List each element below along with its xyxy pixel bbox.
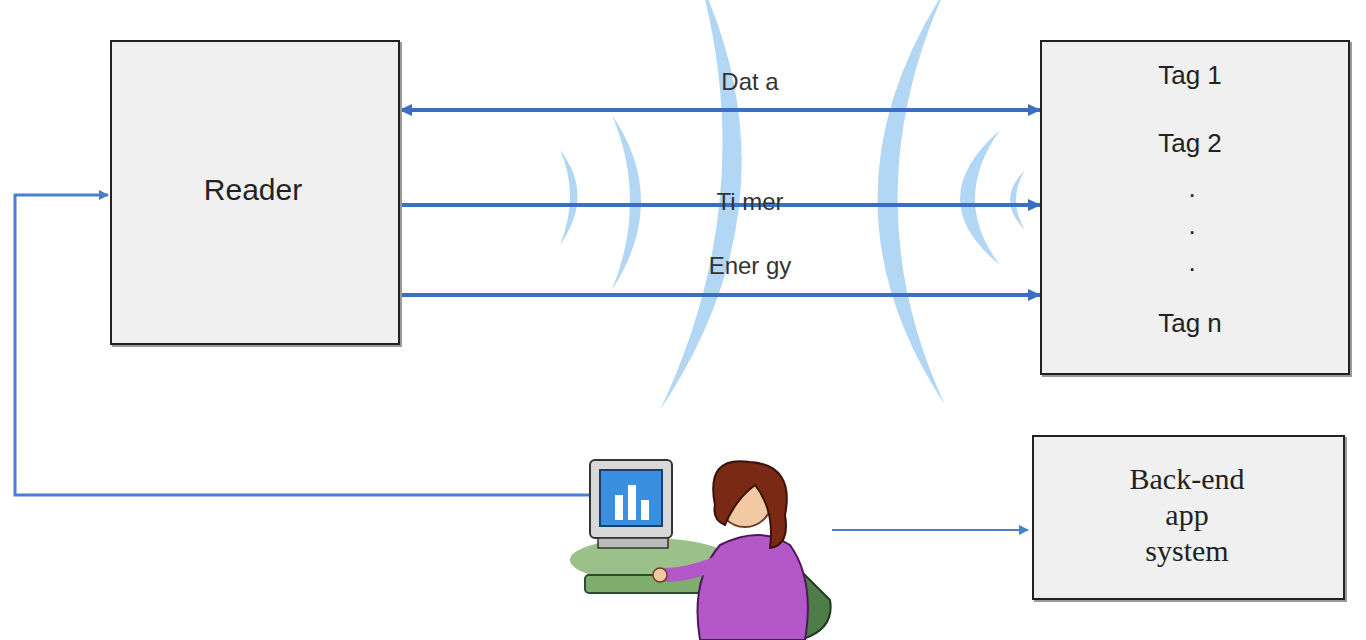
node-text: Tag 1	[1090, 60, 1290, 91]
node-text: Back-end app system	[1125, 461, 1250, 569]
tag-list-box: Tag 1 Tag 2... Tag n	[1040, 40, 1350, 375]
edge-label: Ti mer	[716, 188, 783, 216]
reader-box: Reader	[110, 40, 400, 345]
node-text: Reader	[123, 172, 383, 208]
node-text: .	[1172, 210, 1212, 241]
node-text: .	[1172, 247, 1212, 278]
node-text: .	[1172, 173, 1212, 204]
node-text: Tag 2	[1090, 128, 1290, 159]
edge-label: Ener gy	[709, 252, 792, 280]
node-text: Tag n	[1090, 308, 1290, 339]
edge-label: Dat a	[721, 68, 778, 96]
signal-arrow	[400, 108, 1040, 112]
computer-backend-wire	[832, 529, 1028, 531]
signal-arrow	[400, 293, 1040, 297]
backend-box: Back-end app system	[1032, 435, 1345, 600]
